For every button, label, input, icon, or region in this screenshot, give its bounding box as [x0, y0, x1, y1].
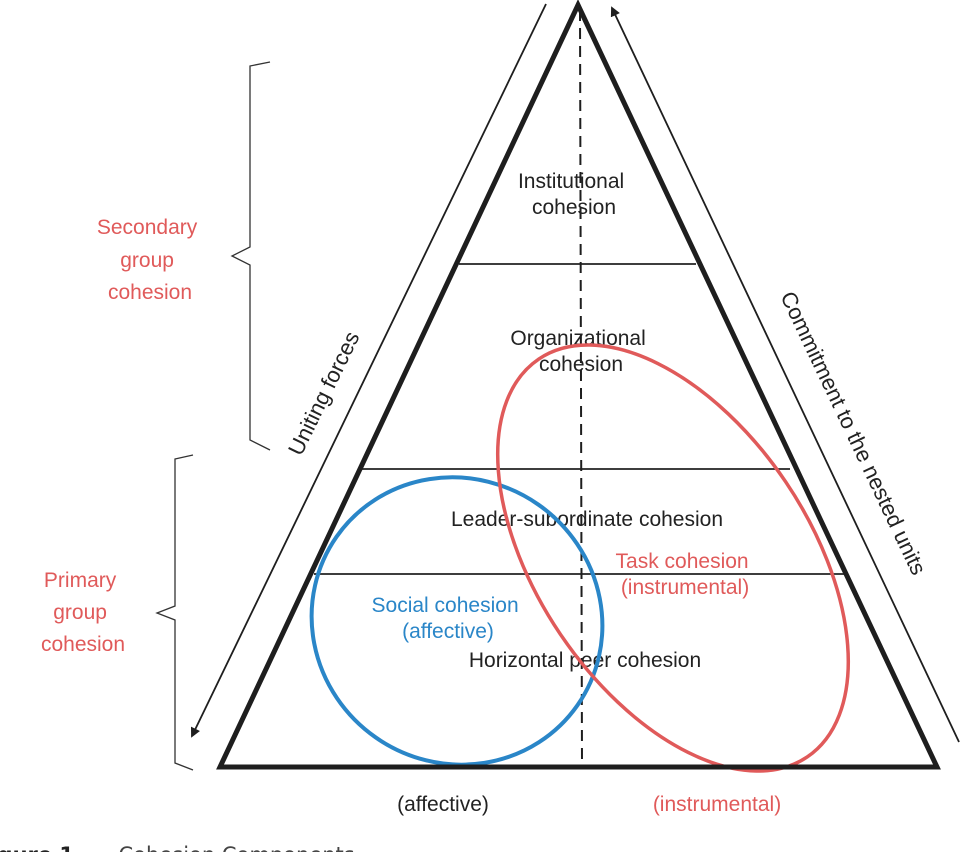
cohesion-pyramid	[216, 0, 941, 770]
commitment-label: Commitment to the nested units	[775, 287, 931, 578]
uniting-forces-arrow	[190, 3, 547, 738]
secondary-group-label: Secondary group cohesion	[97, 216, 203, 304]
task-cohesion-ellipse	[495, 343, 851, 773]
task-cohesion-label: Task cohesion (instrumental)	[616, 550, 755, 599]
secondary-group-brace	[230, 61, 271, 451]
bottom-instrumental-label: (instrumental)	[653, 793, 781, 816]
figure-caption: Figure 1 Cohesion Components	[0, 843, 355, 852]
horizontal-peer-cohesion-label: Horizontal peer cohesion	[469, 649, 701, 672]
commitment-arrow	[610, 6, 960, 743]
social-cohesion-label: Social cohesion (affective)	[372, 594, 525, 643]
institutional-cohesion-label: Institutional cohesion	[518, 170, 630, 219]
primary-group-label: Primary group cohesion	[41, 569, 125, 656]
organizational-cohesion-label: Organizational cohesion	[510, 327, 651, 376]
leader-subordinate-cohesion-label: Leader-subordinate cohesion	[451, 508, 723, 531]
figure-title: Cohesion Components	[119, 843, 355, 852]
social-cohesion-ellipse	[309, 475, 605, 767]
uniting-forces-label: Uniting forces	[283, 327, 364, 459]
figure-label: Figure 1	[0, 843, 74, 852]
primary-group-brace	[155, 454, 194, 771]
bottom-affective-label: (affective)	[397, 793, 489, 816]
